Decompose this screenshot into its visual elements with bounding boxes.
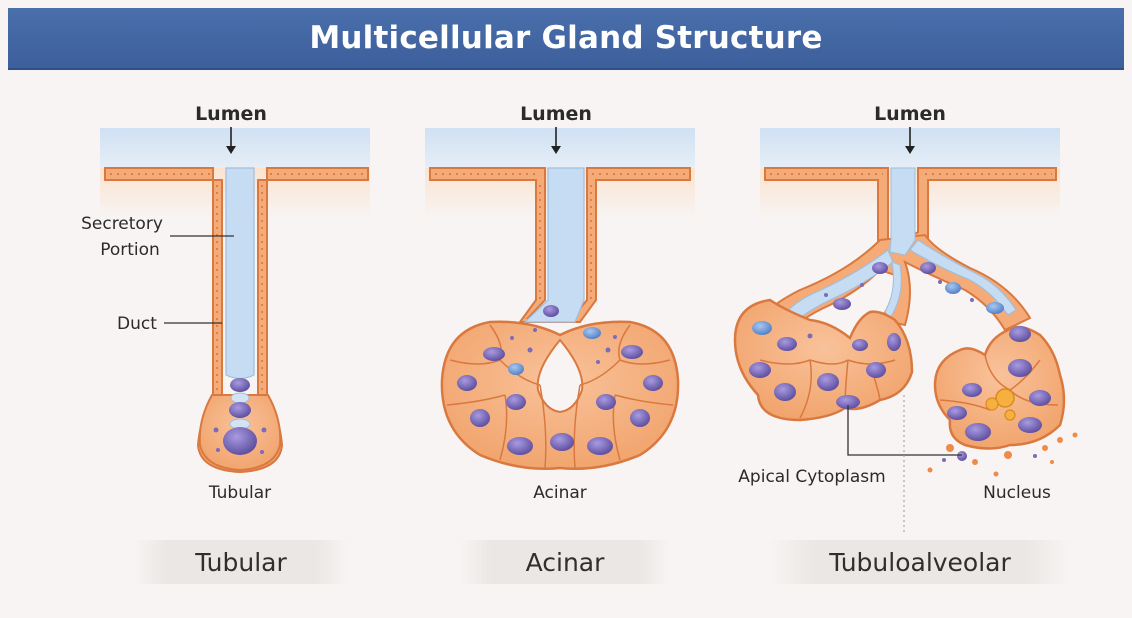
footer-label-tubuloalveolar: Tubuloalveolar [770,540,1070,584]
tubular-vesicle [231,393,249,403]
right-alveolus [935,327,1064,449]
acinar-caption: Acinar [533,483,587,503]
lumen-label: Lumen [520,103,592,125]
tubular-gland: Lumen Secretory Portion Duct Tubular [81,103,370,503]
secretory-label: Secretory [81,214,163,234]
duct-label: Duct [117,314,157,334]
lumen-label: Lumen [195,103,267,125]
secretory-label-line2: Portion [100,240,160,260]
footer-label-acinar: Acinar [460,540,670,584]
lumen-label: Lumen [874,103,946,125]
tubular-nucleus [223,427,257,455]
footer-text-tubular: Tubular [195,548,287,577]
apical-cytoplasm-label: Apical Cytoplasm [738,467,885,487]
tubular-nucleus [230,378,250,392]
acinar-gland: Lumen Acinar [425,103,695,503]
tubuloalveolar-gland: Lumen Apical Cytoplasm Nucleus [735,103,1078,535]
nucleus-label: Nucleus [983,483,1051,503]
tubular-lumen [226,168,254,379]
surface-lumen [100,128,370,168]
tubular-nucleus [229,402,251,418]
footer-label-tubular: Tubular [134,540,348,584]
tubular-caption: Tubular [208,483,271,503]
footer-text-acinar: Acinar [526,548,605,577]
footer-text-tubuloalveolar: Tubuloalveolar [829,548,1011,577]
